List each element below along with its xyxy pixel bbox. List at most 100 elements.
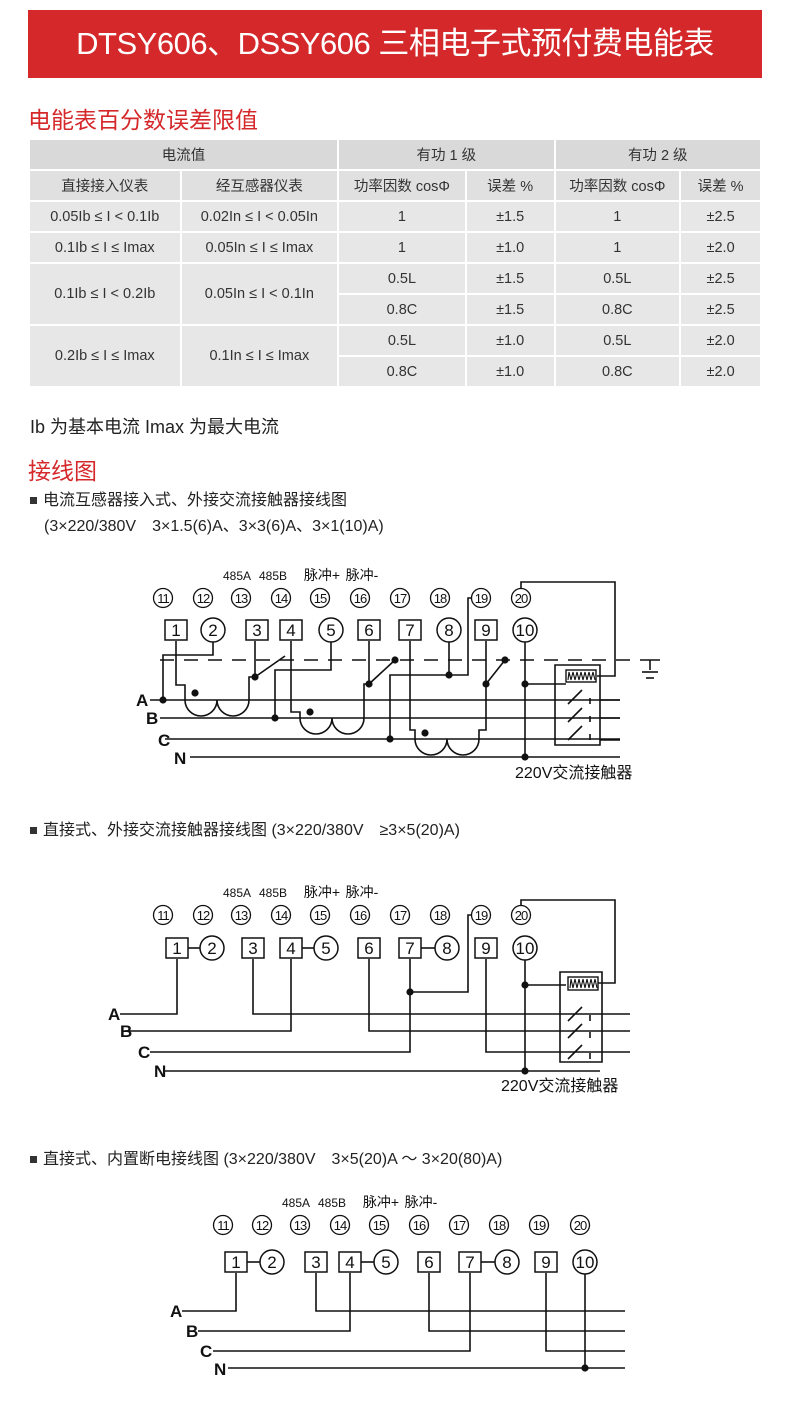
wire [428,1273,625,1332]
terminal-box [245,619,269,641]
cell-pf2: 0.5L [553,262,682,295]
terminal-5: 5 [381,1253,390,1272]
junction-dot [521,680,529,688]
wire [567,1006,583,1022]
cell-pf2: 0.5L [553,324,682,357]
header-current: 电流值 [27,138,340,171]
junction-dot [159,696,167,704]
port-label-485A: 485A [282,1196,310,1210]
cell-err2: ±2.5 [679,262,762,295]
wire [125,959,292,1032]
junction-dot [521,1067,529,1075]
phase-label-C: C [200,1342,212,1361]
junction-dot [521,753,529,761]
port-label-脉冲+: 脉冲+ [304,884,340,900]
table-group-header-row: 电流值 有功 1 级 有功 2 级 [27,138,763,171]
terminal-circle [373,1249,399,1275]
wire [182,1273,237,1312]
auxiliary-terminal-15: 15 [314,591,327,606]
terminal-3: 3 [252,621,261,640]
table-row: 0.8C ±1.5 0.8C ±2.5 [29,293,762,326]
phase-label-C: C [158,731,170,750]
cell-err2: ±2.0 [679,324,762,357]
terminal-box [304,1251,328,1273]
auxiliary-terminal-13: 13 [235,908,248,923]
auxiliary-terminal-13: 13 [235,591,248,606]
auxiliary-terminal-18: 18 [434,908,447,923]
cell-pf1: 0.5L [337,262,467,295]
port-label-485B: 485B [259,886,287,900]
junction-dot [306,708,314,716]
auxiliary-terminal-20: 20 [574,1218,587,1233]
auxiliary-terminal-circle [389,904,411,926]
subheader-err1: 误差 % [464,169,556,202]
wire [485,959,630,1053]
cell-err1: ±1.5 [464,200,556,233]
auxiliary-terminal-circle [488,1214,510,1236]
phase-label-C: C [138,1043,150,1062]
terminal-box [398,619,422,641]
cell-ct: 0.1In ≤ I ≤ Imax [179,324,340,388]
junction-dot [271,714,279,722]
header-class1: 有功 1 级 [337,138,556,171]
auxiliary-terminal-19: 19 [475,591,488,606]
auxiliary-terminal-15: 15 [314,908,327,923]
junction-dot [391,656,399,664]
auxiliary-terminal-circle [569,1214,591,1236]
bullet-icon [30,827,37,835]
cell-err1: ±1.0 [464,231,556,264]
auxiliary-terminal-circle [270,904,292,926]
terminal-5: 5 [321,939,330,958]
wire [162,642,214,700]
caption-text: 电流互感器接入式、外接交流接触器接线图 [43,492,348,509]
error-limits-table: 电流值 有功 1 级 有功 2 级 直接接入仪表 经互感器仪表 功率因数 cos… [27,138,763,388]
terminal-circle [512,935,538,961]
diagram-1-caption: 电流互感器接入式、外接交流接触器接线图 [30,486,347,510]
wire [150,959,411,1053]
auxiliary-terminal-19: 19 [533,1218,546,1233]
terminal-circle [572,1249,598,1275]
terminal-10: 10 [516,939,535,958]
terminal-8: 8 [502,1253,511,1272]
auxiliary-terminal-12: 12 [197,908,210,923]
terminal-1: 1 [231,1253,240,1272]
cell-pf2: 1 [553,231,682,264]
phase-label-B: B [186,1322,198,1341]
wire [554,664,601,746]
bullet-icon [30,497,37,505]
auxiliary-terminal-circle [448,1214,470,1236]
terminal-box [164,619,188,641]
phase-label-A: A [108,1005,120,1024]
wire [410,914,471,993]
subheader-direct: 直接接入仪表 [28,169,182,202]
subheader-pf1: 功率因数 cosΦ [337,169,467,202]
cell-direct: 0.05Ib ≤ I < 0.1Ib [28,200,182,233]
table-row: 0.05Ib ≤ I < 0.1Ib 0.02In ≤ I < 0.05In 1… [28,200,762,233]
terminal-7: 7 [405,939,414,958]
phase-label-A: A [170,1302,182,1321]
auxiliary-terminal-18: 18 [493,1218,506,1233]
port-label-485B: 485B [318,1196,346,1210]
cell-pf2: 0.8C [553,355,682,388]
auxiliary-terminal-13: 13 [294,1218,307,1233]
junction-dot [251,673,259,681]
table-row: 0.1Ib ≤ I < 0.2Ib 0.05In ≤ I < 0.1In 0.5… [28,262,762,326]
terminal-circle [512,617,538,643]
terminal-box [474,937,498,959]
auxiliary-terminal-circle [368,1214,390,1236]
caption-text: 直接式、外接交流接触器接线图 (3×220/380V ≥3×5(20)A) [43,822,460,839]
terminal-box [534,1251,558,1273]
contactor-label: 220V交流接触器 [515,764,632,782]
wire [252,959,630,1015]
terminal-box [398,937,422,959]
cell-pf1: 1 [337,200,467,233]
auxiliary-terminal-circle [329,1214,351,1236]
junction-dot [581,1364,589,1372]
cell-err1: ±1.0 [464,324,556,357]
terminal-5: 5 [326,621,335,640]
wire [213,1273,471,1352]
port-label-485B: 485B [259,569,287,583]
